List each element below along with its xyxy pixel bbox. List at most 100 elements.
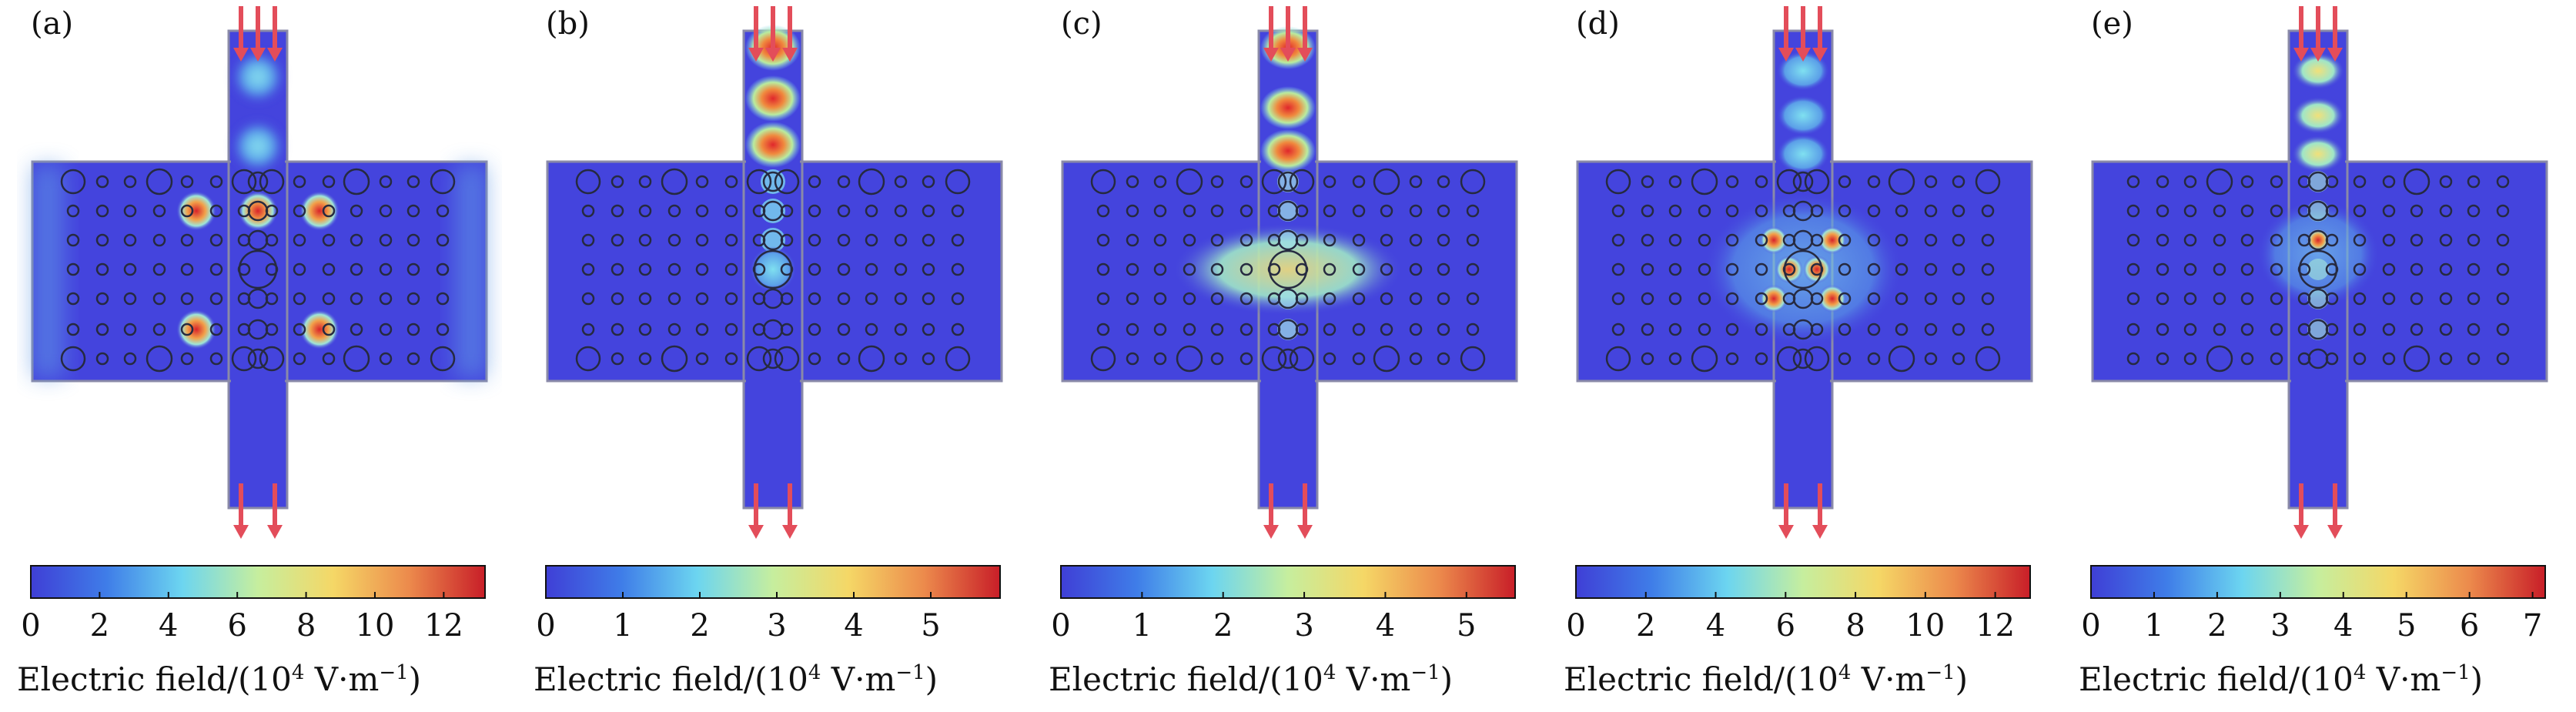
colorbar-tick-label: 3 xyxy=(1294,608,1314,643)
rod xyxy=(661,168,688,196)
rod xyxy=(1895,323,1909,336)
center-rod xyxy=(1783,249,1823,289)
rod xyxy=(152,292,166,306)
rod xyxy=(667,292,681,306)
rod xyxy=(1460,346,1486,372)
rod xyxy=(951,204,965,218)
rod xyxy=(1698,323,1711,336)
mode-spot xyxy=(232,51,284,103)
rod xyxy=(724,292,738,306)
rod xyxy=(1924,175,1938,189)
rod xyxy=(1183,262,1196,276)
arrow-head xyxy=(1297,48,1313,62)
rod xyxy=(808,233,821,247)
rod xyxy=(2439,175,2453,189)
rod xyxy=(1323,204,1337,218)
axis-rod xyxy=(1277,319,1299,340)
rod xyxy=(430,169,456,195)
rod xyxy=(146,168,173,196)
axis-rod xyxy=(1277,229,1299,251)
colorbar-tick-label: 0 xyxy=(2081,608,2101,643)
rod xyxy=(2496,175,2510,189)
rod xyxy=(695,175,709,189)
colorbar-tick-label: 5 xyxy=(921,608,941,643)
rod xyxy=(1437,175,1450,189)
rod xyxy=(2353,352,2367,366)
rod xyxy=(66,204,80,218)
rod xyxy=(1239,292,1253,306)
rod xyxy=(2183,292,2197,306)
rod xyxy=(2439,292,2453,306)
colorbar-tick-label: 2 xyxy=(2207,608,2227,643)
mode-spot xyxy=(1777,95,1829,135)
panel-label: (e) xyxy=(2091,6,2133,42)
rod xyxy=(1981,262,1995,276)
arrow-head xyxy=(250,48,266,62)
colorbar-tick-label: 4 xyxy=(844,608,864,643)
rod xyxy=(2206,168,2233,196)
colorbar xyxy=(1060,565,1516,599)
colorbar-tick-label: 7 xyxy=(2522,608,2543,643)
rod xyxy=(1380,204,1393,218)
rod xyxy=(2496,262,2510,276)
rod xyxy=(837,262,851,276)
rod xyxy=(1755,262,1768,276)
rod xyxy=(695,323,709,336)
rod xyxy=(922,323,935,336)
rod xyxy=(146,345,173,373)
rod xyxy=(2126,204,2140,218)
axis-rod xyxy=(1277,288,1299,309)
colorbar xyxy=(545,565,1001,599)
rod xyxy=(2496,292,2510,306)
rod xyxy=(95,352,109,366)
rod xyxy=(1668,262,1682,276)
rod xyxy=(922,233,935,247)
colorbar-tick-label: 2 xyxy=(89,608,110,643)
flow-arrows xyxy=(748,6,798,539)
rod xyxy=(1755,352,1768,366)
rod xyxy=(1952,323,1965,336)
colorbar-tick-label: 0 xyxy=(1566,608,1586,643)
rod xyxy=(436,204,450,218)
rod xyxy=(209,292,223,306)
rod xyxy=(1611,323,1625,336)
rod xyxy=(1641,233,1654,247)
hotspot xyxy=(1760,285,1788,313)
rod xyxy=(581,292,595,306)
rod xyxy=(379,352,393,366)
rod xyxy=(894,352,908,366)
rod xyxy=(1096,233,1110,247)
rod xyxy=(2213,262,2226,276)
rod xyxy=(436,323,450,336)
hotspot xyxy=(299,191,340,231)
mode-spot xyxy=(232,120,284,172)
mode-spot xyxy=(1260,86,1316,129)
rod xyxy=(837,292,851,306)
rod xyxy=(2183,204,2197,218)
rod xyxy=(209,175,223,189)
rod xyxy=(1352,352,1366,366)
rod xyxy=(2126,262,2140,276)
arrow-head xyxy=(1280,48,1296,62)
panel-label: (c) xyxy=(1061,6,1102,42)
rod xyxy=(1289,346,1315,372)
rod xyxy=(2439,204,2453,218)
rod xyxy=(1641,204,1654,218)
center-rod xyxy=(1268,249,1308,289)
rod xyxy=(1409,292,1423,306)
rod xyxy=(724,204,738,218)
rod xyxy=(293,262,306,276)
rod xyxy=(1437,262,1450,276)
rod xyxy=(1698,292,1711,306)
rod xyxy=(1090,169,1116,195)
rod xyxy=(746,346,772,372)
rod xyxy=(1867,352,1881,366)
rod xyxy=(1153,323,1167,336)
rod xyxy=(1895,204,1909,218)
rod xyxy=(180,262,194,276)
rod xyxy=(837,204,851,218)
rod xyxy=(865,323,878,336)
colorbar-title: Electric field/(104 V·m−1) xyxy=(1049,660,1454,698)
axis-rod xyxy=(762,229,784,251)
rod xyxy=(611,233,624,247)
